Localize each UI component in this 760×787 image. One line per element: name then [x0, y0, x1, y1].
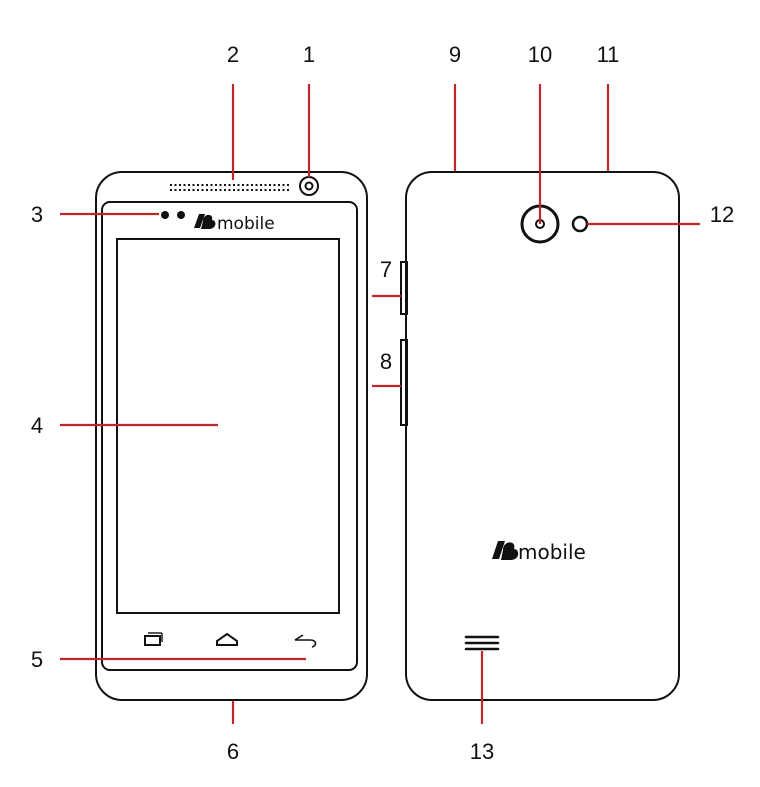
front-view: mobile — [96, 172, 367, 700]
callout-9: 9 — [449, 42, 461, 67]
flash-icon — [573, 217, 587, 231]
callout-3: 3 — [31, 202, 43, 227]
callout-11: 11 — [597, 42, 620, 67]
callout-5: 5 — [31, 647, 43, 672]
callout-7: 7 — [380, 257, 392, 282]
front-body — [96, 172, 367, 700]
callout-8: 8 — [380, 349, 392, 374]
front-brand-text: mobile — [217, 214, 275, 234]
recent-apps-icon — [145, 633, 162, 645]
light-sensor — [177, 211, 185, 219]
front-camera-icon — [300, 177, 318, 195]
loudspeaker-icon — [466, 637, 498, 649]
front-brand-logo-icon — [194, 214, 215, 229]
callout-2: 2 — [227, 42, 239, 67]
volume-button — [401, 262, 407, 314]
back-view: mobile — [401, 172, 679, 700]
power-button — [401, 340, 407, 425]
back-brand-logo-icon — [492, 541, 518, 560]
proximity-sensor — [161, 211, 169, 219]
leader-lines — [60, 84, 700, 724]
callout-4: 4 — [31, 413, 43, 438]
front-glass-panel — [102, 202, 357, 670]
back-brand-text: mobile — [518, 540, 586, 564]
callout-12: 12 — [710, 202, 734, 227]
callout-labels: 1 2 3 4 5 6 7 8 9 10 11 12 13 — [31, 42, 734, 764]
back-body — [406, 172, 679, 700]
earpiece-grille — [170, 185, 290, 190]
callout-10: 10 — [528, 42, 552, 67]
back-icon — [295, 635, 316, 647]
callout-6: 6 — [227, 739, 239, 764]
home-icon — [217, 634, 237, 645]
callout-1: 1 — [303, 42, 315, 67]
callout-13: 13 — [470, 739, 494, 764]
